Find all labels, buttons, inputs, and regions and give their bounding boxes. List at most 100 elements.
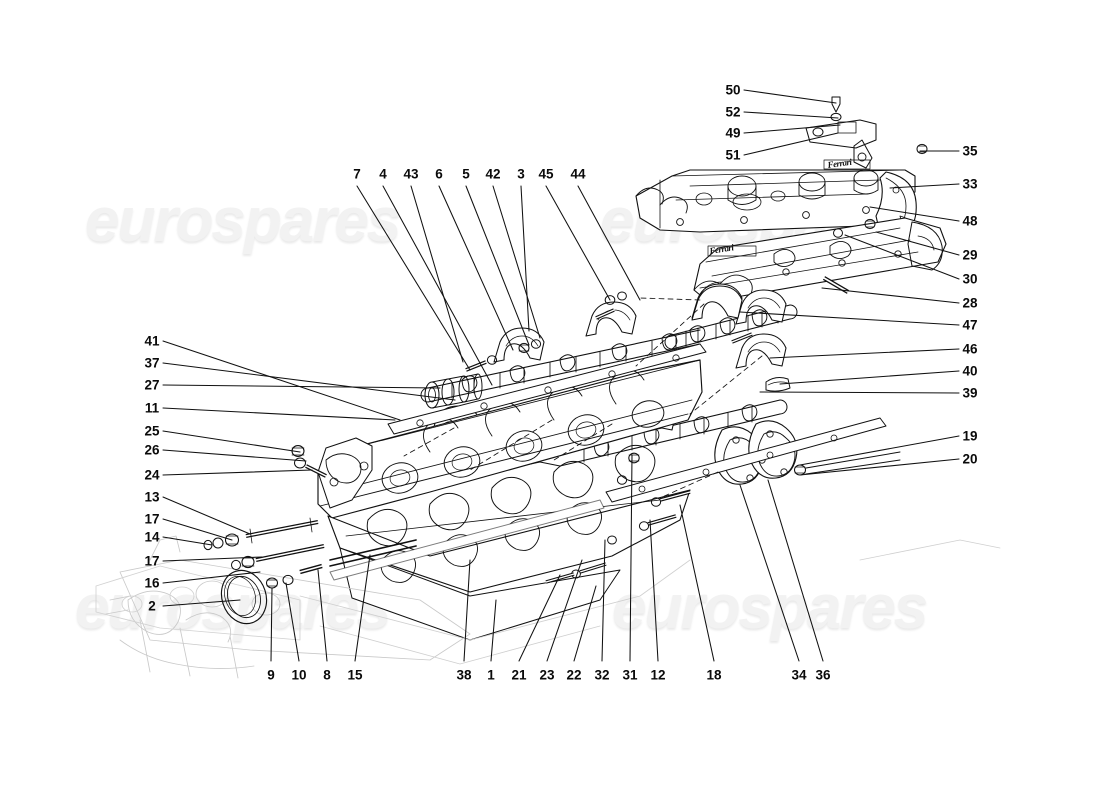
ferrari-engraving: Ferrari xyxy=(826,157,853,171)
callout-number-39: 39 xyxy=(962,385,978,401)
callout-number-35: 35 xyxy=(962,143,978,159)
cylinder-head-main xyxy=(317,359,703,641)
cam-carrier-rail-lower xyxy=(605,417,887,503)
leader-line-17 xyxy=(162,556,263,562)
leader-line-29 xyxy=(875,231,960,256)
leader-line-12 xyxy=(649,519,659,662)
leader-line-28 xyxy=(821,287,960,304)
callout-number-40: 40 xyxy=(962,363,978,379)
callout-number-43: 43 xyxy=(403,166,419,182)
leader-line-26 xyxy=(162,449,307,462)
callout-number-17: 17 xyxy=(144,553,160,569)
bearing-shell-40 xyxy=(765,377,791,392)
leader-line-15 xyxy=(354,554,371,662)
leader-line-47 xyxy=(739,311,960,326)
callout-number-26: 26 xyxy=(144,442,160,458)
callout-number-38: 38 xyxy=(456,667,472,683)
camshaft-middle xyxy=(420,329,701,409)
leader-line-21 xyxy=(518,574,561,662)
leader-line-17 xyxy=(162,518,233,541)
cam-carrier-rail-upper xyxy=(387,343,707,435)
leader-line-46 xyxy=(769,348,960,359)
callout-number-4: 4 xyxy=(379,166,387,182)
callout-number-28: 28 xyxy=(962,295,978,311)
callout-number-48: 48 xyxy=(962,213,978,229)
callout-number-45: 45 xyxy=(538,166,554,182)
callout-number-23: 23 xyxy=(539,667,555,683)
camshaft-front-flange-upper xyxy=(424,373,483,409)
callout-number-20: 20 xyxy=(962,451,978,467)
leader-line-11 xyxy=(162,407,396,421)
stud-cluster-bottom-left xyxy=(265,539,417,589)
leader-line-41 xyxy=(162,340,401,421)
callout-number-31: 31 xyxy=(622,667,638,683)
leader-line-50 xyxy=(743,89,837,104)
leader-line-45 xyxy=(545,185,611,301)
callout-number-50: 50 xyxy=(725,82,741,98)
cam-cover-upper xyxy=(635,159,916,233)
callout-number-15: 15 xyxy=(347,667,363,683)
leader-line-25 xyxy=(162,430,301,453)
leader-line-3 xyxy=(520,185,530,332)
watermark-text: eurospares xyxy=(85,186,401,255)
leader-line-37 xyxy=(162,362,456,401)
assembly-dashed-lines xyxy=(403,297,763,499)
callout-number-22: 22 xyxy=(566,667,582,683)
leader-line-44 xyxy=(577,185,641,301)
leader-line-52 xyxy=(743,111,839,119)
leader-line-9 xyxy=(270,587,273,662)
callout-number-13: 13 xyxy=(144,489,160,505)
leader-line-49 xyxy=(743,124,841,134)
callout-number-5: 5 xyxy=(462,166,470,182)
watermark-text: eurospares xyxy=(612,573,928,642)
leader-line-7 xyxy=(356,185,471,371)
leader-line-1 xyxy=(490,599,497,662)
leader-line-16 xyxy=(162,571,261,584)
cam-carrier-rail-mid xyxy=(329,499,605,581)
leader-line-38 xyxy=(463,559,471,662)
callout-number-19: 19 xyxy=(962,428,978,444)
leader-line-32 xyxy=(601,539,606,662)
head-front-face xyxy=(317,437,373,509)
valve-ports-upper xyxy=(381,400,665,494)
fastener-cluster-cover xyxy=(833,143,928,238)
callout-number-49: 49 xyxy=(725,125,741,141)
leader-line-24 xyxy=(162,469,313,476)
leader-line-4 xyxy=(382,185,493,386)
stud-bolt-cluster-left xyxy=(203,445,327,571)
bolt-set-right-head xyxy=(545,452,691,584)
callout-number-30: 30 xyxy=(962,271,978,287)
callout-number-17: 17 xyxy=(144,511,160,527)
dowel-pin-28 xyxy=(822,276,850,294)
callout-number-25: 25 xyxy=(144,423,160,439)
leader-line-33 xyxy=(889,183,960,189)
callout-number-10: 10 xyxy=(291,667,307,683)
callout-number-14: 14 xyxy=(144,529,160,545)
leader-line-42 xyxy=(492,185,541,339)
engine-block-ghost-right xyxy=(299,539,1001,665)
leader-line-40 xyxy=(779,370,960,385)
engine-block-ghost xyxy=(105,535,471,679)
callout-number-7: 7 xyxy=(353,166,361,182)
callout-number-2: 2 xyxy=(148,598,156,614)
leader-line-48 xyxy=(869,206,960,222)
callout-number-9: 9 xyxy=(267,667,275,683)
callout-number-37: 37 xyxy=(144,355,160,371)
leader-line-27 xyxy=(162,384,441,389)
callout-number-6: 6 xyxy=(435,166,443,182)
callout-number-8: 8 xyxy=(323,667,331,683)
leader-line-19 xyxy=(799,435,960,466)
leader-line-20 xyxy=(799,458,960,476)
leader-line-31 xyxy=(629,454,633,662)
callout-number-3: 3 xyxy=(517,166,525,182)
callout-number-1: 1 xyxy=(487,667,495,683)
leader-line-13 xyxy=(162,496,251,535)
callout-number-41: 41 xyxy=(144,333,160,349)
callout-number-52: 52 xyxy=(725,104,741,120)
leader-line-22 xyxy=(573,585,597,662)
leader-line-34 xyxy=(739,484,800,662)
callout-number-12: 12 xyxy=(650,667,666,683)
leader-line-5 xyxy=(465,185,530,346)
